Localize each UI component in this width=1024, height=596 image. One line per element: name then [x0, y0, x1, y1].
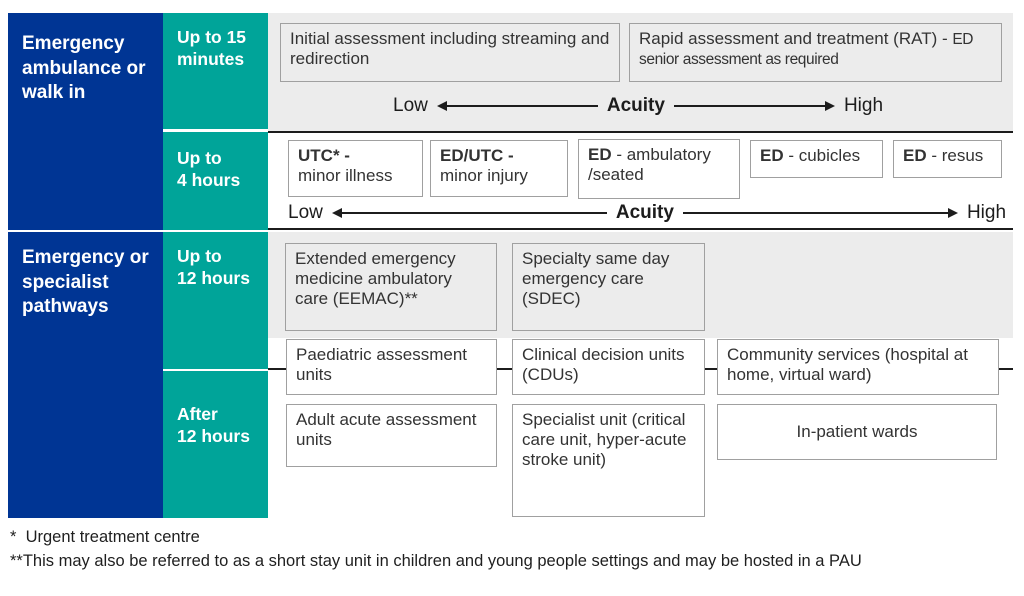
pathway-box-clinical-decision-units: Clinical decision units (CDUs): [512, 339, 705, 395]
box-text: minor injury: [440, 166, 528, 186]
band-up-to-15-minutes: [268, 13, 1013, 131]
pathway-box-paediatric-assessment: Paediatric assessment units: [286, 339, 497, 395]
acuity-right-arrow-icon: [682, 208, 958, 218]
acuity-low-label: Low: [288, 202, 323, 223]
divider-line-1: [268, 131, 1013, 133]
time-cell-line: Up to: [177, 148, 222, 168]
time-cell-15-minutes: Up to 15 minutes: [163, 13, 268, 129]
box-text-bold: ED: [760, 146, 784, 165]
pathway-box-rapid-assessment: Rapid assessment and treatment (RAT) - E…: [629, 23, 1002, 82]
box-text-bold: ED/UTC -: [440, 146, 514, 165]
acuity-left-arrow-icon: [331, 208, 607, 218]
time-cell-line: minutes: [177, 49, 245, 70]
band-up-to-12-hours: [268, 232, 1013, 338]
pathway-box-ed-utc-minor-injury: ED/UTC - minor injury: [430, 140, 568, 197]
pathway-box-eemac: Extended emergency medicine ambulatory c…: [285, 243, 497, 331]
time-cell-line: 4 hours: [177, 170, 241, 191]
pathway-box-adult-acute-assessment: Adult acute assessment units: [286, 404, 497, 467]
pathway-box-ed-resus: ED - resus: [893, 140, 1002, 178]
time-cell-line: Up to: [177, 246, 222, 266]
acuity-label: Acuity: [615, 202, 674, 223]
acuity-low-label: Low: [393, 95, 428, 116]
pathway-box-ed-cubicles: ED - cubicles: [750, 140, 883, 178]
box-text: minor illness: [298, 166, 393, 186]
box-text-main: Rapid assessment and treatment (RAT) -: [639, 29, 953, 48]
acuity-scale-2: Low Acuity High: [288, 202, 1006, 224]
pathway-box-community-services: Community services (hospital at home, vi…: [717, 339, 999, 395]
pathway-box-ed-ambulatory: ED - ambulatory /seated: [578, 139, 740, 199]
box-text-bold: ED: [588, 145, 612, 164]
acuity-label: Acuity: [606, 95, 665, 116]
pathway-box-utc-minor-illness: UTC* - minor illness: [288, 140, 423, 197]
time-cell-line: 12 hours: [177, 268, 250, 289]
acuity-high-label: High: [966, 202, 1007, 223]
pathway-box-initial-assessment: Initial assessment including streaming a…: [280, 23, 620, 82]
time-cell-line: After: [177, 404, 218, 424]
footnote-utc: * Urgent treatment centre: [10, 528, 200, 546]
box-text: - cubicles: [783, 146, 861, 165]
time-cell-after-12-hours: After 12 hours: [163, 371, 268, 518]
divider-line-2: [268, 228, 1013, 230]
acuity-high-label: High: [843, 95, 884, 116]
pathway-box-inpatient-wards: In-patient wards: [717, 404, 997, 460]
box-text-sub: ED senior assessment as required: [639, 31, 974, 69]
time-cell-line: Up to 15: [177, 27, 247, 47]
pathway-box-sdec: Specialty same day emergency care (SDEC): [512, 243, 705, 331]
section-label-specialist-pathways: Emergency or specialist pathways: [8, 232, 163, 518]
box-text: - resus: [926, 146, 984, 165]
time-cell-4-hours: Up to 4 hours: [163, 132, 268, 230]
time-cell-12-hours: Up to 12 hours: [163, 232, 268, 369]
section-label-emergency-ambulance: Emergency ambulance or walk in: [8, 13, 163, 230]
box-text-bold: UTC* -: [298, 146, 350, 165]
box-text: - ambulatory /seated: [588, 145, 711, 185]
acuity-right-arrow-icon: [673, 101, 835, 111]
pathway-box-specialist-unit: Specialist unit (critical care unit, hyp…: [512, 404, 705, 517]
acuity-scale-1: Low Acuity High: [393, 95, 883, 117]
footnote-eemac: **This may also be referred to as a shor…: [10, 552, 862, 570]
acuity-left-arrow-icon: [436, 101, 598, 111]
time-cell-line: 12 hours: [177, 426, 250, 447]
box-text-bold: ED: [903, 146, 927, 165]
